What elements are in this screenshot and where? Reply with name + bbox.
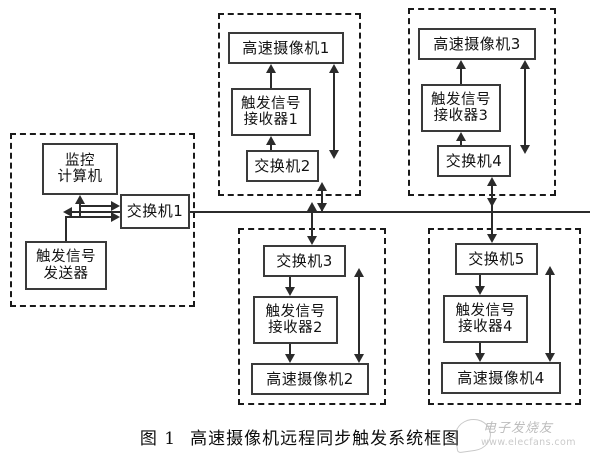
link-receiver1-to-camera1	[270, 73, 272, 88]
arrow-switch3-camera2-up	[354, 268, 364, 277]
arrow-switch4-camera3-up	[520, 60, 530, 69]
arrow-receiver2-to-camera2	[285, 354, 295, 363]
node-trigger-receiver-3[interactable]: 触发信号 接收器3	[421, 84, 501, 132]
node-switch-2[interactable]: 交换机2	[246, 150, 319, 182]
node-trigger-receiver-1[interactable]: 触发信号 接收器1	[231, 88, 311, 136]
link-monitor-up-stem	[79, 203, 81, 207]
link-sender-to-switch1-horizontal	[65, 216, 112, 218]
node-trigger-receiver-4[interactable]: 触发信号 接收器4	[443, 295, 528, 343]
link-receiver2-to-camera2	[289, 344, 291, 354]
arrow-switch2-camera1-up	[329, 64, 339, 73]
backbone-bus-line	[72, 211, 590, 213]
arrow-bus-to-switch3-down	[307, 236, 317, 245]
node-switch-5[interactable]: 交换机5	[455, 243, 538, 275]
link-switch2-camera1	[333, 73, 335, 150]
arrow-switch4-camera3-down	[520, 145, 530, 154]
link-receiver3-to-camera3	[460, 69, 462, 84]
arrow-switch5-to-receiver4	[475, 286, 485, 295]
region-camera-unit-4	[428, 228, 581, 405]
node-camera-4[interactable]: 高速摄像机4	[441, 362, 561, 394]
arrow-into-monitor-computer	[75, 195, 85, 204]
link-bus-to-switch5	[491, 211, 493, 234]
region-control-station	[10, 133, 195, 307]
link-switch5-camera4	[549, 275, 551, 353]
figure-number: 图 1	[139, 429, 177, 449]
arrow-receiver1-to-camera1	[266, 64, 276, 73]
node-trigger-sender[interactable]: 触发信号 发送器	[25, 241, 107, 290]
arrow-switch2-camera1-down	[329, 150, 339, 159]
link-switch4-camera3	[524, 69, 526, 145]
link-switch5-to-receiver4	[479, 275, 481, 286]
arrow-bus-to-switch2-up	[317, 182, 327, 191]
arrow-bus-to-switch3-up	[307, 202, 317, 211]
node-switch-1[interactable]: 交换机1	[120, 194, 190, 229]
link-branch-to-switch1-horizontal	[79, 205, 112, 207]
node-monitor-computer[interactable]: 监控 计算机	[42, 143, 118, 195]
link-receiver4-to-camera4	[479, 343, 481, 353]
region-camera-unit-1	[218, 13, 361, 196]
link-bus-to-switch2	[321, 191, 323, 211]
link-switch4-to-receiver3	[460, 141, 462, 145]
figure-caption: 图 1 高速摄像机远程同步触发系统框图	[0, 424, 600, 449]
arrow-bus-to-switch4-up	[487, 177, 497, 186]
arrow-switch5-camera4-down	[545, 353, 555, 362]
region-camera-unit-3	[408, 8, 556, 196]
arrow-switch3-camera2-down	[354, 354, 364, 363]
arrow-switch3-to-receiver2	[285, 287, 295, 296]
link-sender-to-switch1-vertical	[65, 216, 67, 242]
link-switch3-camera2	[358, 277, 360, 354]
arrow-receiver3-to-camera3	[456, 60, 466, 69]
arrow-switch2-to-receiver1	[266, 136, 276, 145]
arrow-receiver4-to-camera4	[475, 353, 485, 362]
link-switch2-to-receiver1	[270, 145, 272, 150]
backbone-bus-arrow-to-switch1	[63, 207, 72, 217]
link-switch3-to-receiver2	[289, 277, 291, 287]
node-trigger-receiver-2[interactable]: 触发信号 接收器2	[253, 296, 338, 344]
node-camera-2[interactable]: 高速摄像机2	[251, 363, 369, 395]
arrow-bus-to-switch4-down	[487, 198, 497, 207]
link-bus-to-switch3	[311, 211, 313, 236]
arrow-bus-to-switch2-down	[317, 203, 327, 212]
link-branch-to-monitor-vertical	[79, 205, 81, 217]
arrow-switch5-camera4-up	[545, 266, 555, 275]
arrow-switch4-to-receiver3	[456, 132, 466, 141]
arrow-sender-to-switch1	[111, 212, 120, 222]
node-camera-3[interactable]: 高速摄像机3	[418, 28, 536, 60]
arrow-branch-to-switch1	[111, 201, 120, 211]
node-switch-4[interactable]: 交换机4	[437, 145, 511, 177]
figure-caption-text: 高速摄像机远程同步触发系统框图	[190, 429, 461, 449]
arrow-bus-to-switch5-down	[487, 234, 497, 243]
node-camera-1[interactable]: 高速摄像机1	[228, 32, 344, 64]
node-switch-3[interactable]: 交换机3	[263, 245, 346, 277]
